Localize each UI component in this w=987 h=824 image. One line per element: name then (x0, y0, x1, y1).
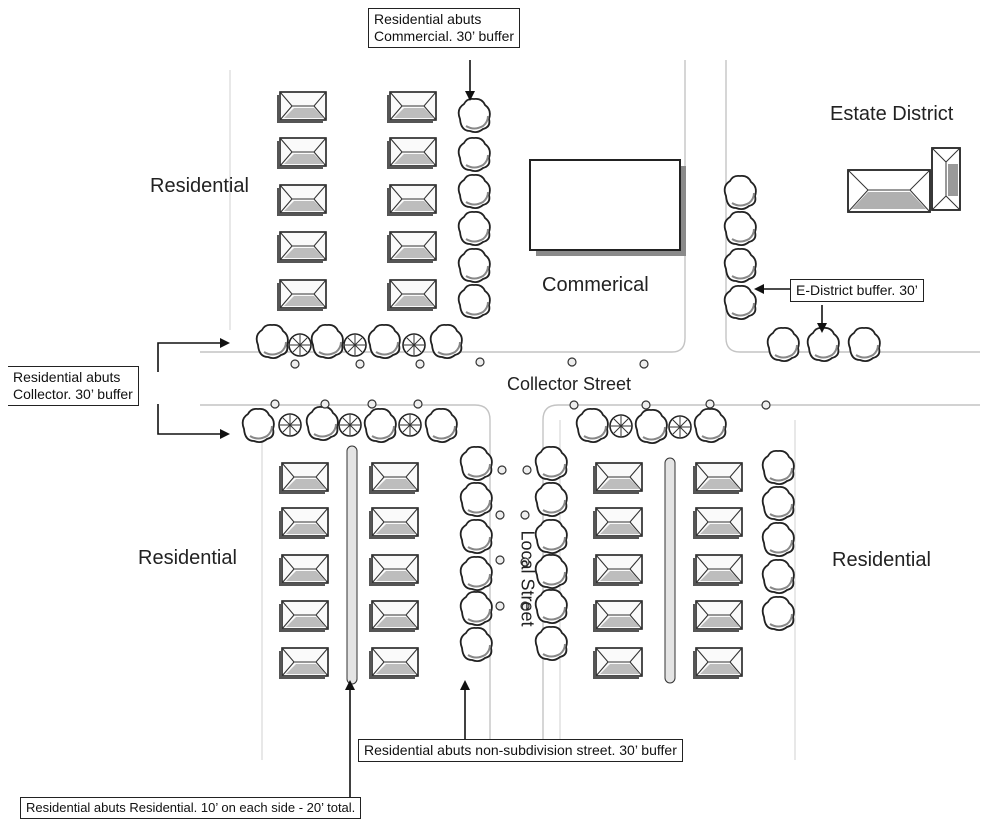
trees-se-west-column (534, 445, 568, 662)
callout-residential-commercial: Residential abuts Commercial. 30’ buffer (368, 8, 521, 48)
street-outlines (200, 60, 980, 760)
callout-e-district: E-District buffer. 30’ (790, 279, 924, 302)
zone-label-estate: Estate District (830, 103, 954, 125)
arrowheads (220, 91, 827, 690)
callout-line: Residential abuts (13, 369, 121, 385)
callout-non-subdivision: Residential abuts non-subdivision street… (358, 739, 683, 762)
callout-line: Collector. 30’ buffer (13, 386, 133, 402)
commercial-building (529, 159, 686, 256)
zone-label-residential-nw: Residential (150, 175, 249, 197)
street-label-collector: Collector Street (507, 374, 632, 394)
leader-lines (157, 60, 823, 797)
trees-sw-column (459, 445, 493, 663)
callout-residential-residential: Residential abuts Residential. 10’ on ea… (20, 797, 362, 819)
trees-nw-column (457, 97, 491, 320)
zone-label-commercial: Commerical (542, 274, 649, 296)
callout-line: Residential abuts (374, 11, 482, 27)
estate-houses (847, 147, 961, 213)
shrub-line-sw (346, 445, 358, 685)
collector-north-buffer (255, 323, 649, 369)
zone-label-residential-sw: Residential (138, 547, 237, 569)
street-label-local: Local Street (517, 530, 538, 627)
shrub-line-se (664, 457, 676, 684)
zone-label-residential-se: Residential (832, 549, 931, 571)
collector-south-buffer (241, 399, 771, 445)
callout-line: Commercial. 30’ buffer (374, 28, 515, 44)
trees-se-east-column (761, 449, 795, 632)
houses-nw (276, 91, 437, 312)
callout-residential-collector: Residential abuts Collector. 30’ buffer (8, 366, 139, 406)
